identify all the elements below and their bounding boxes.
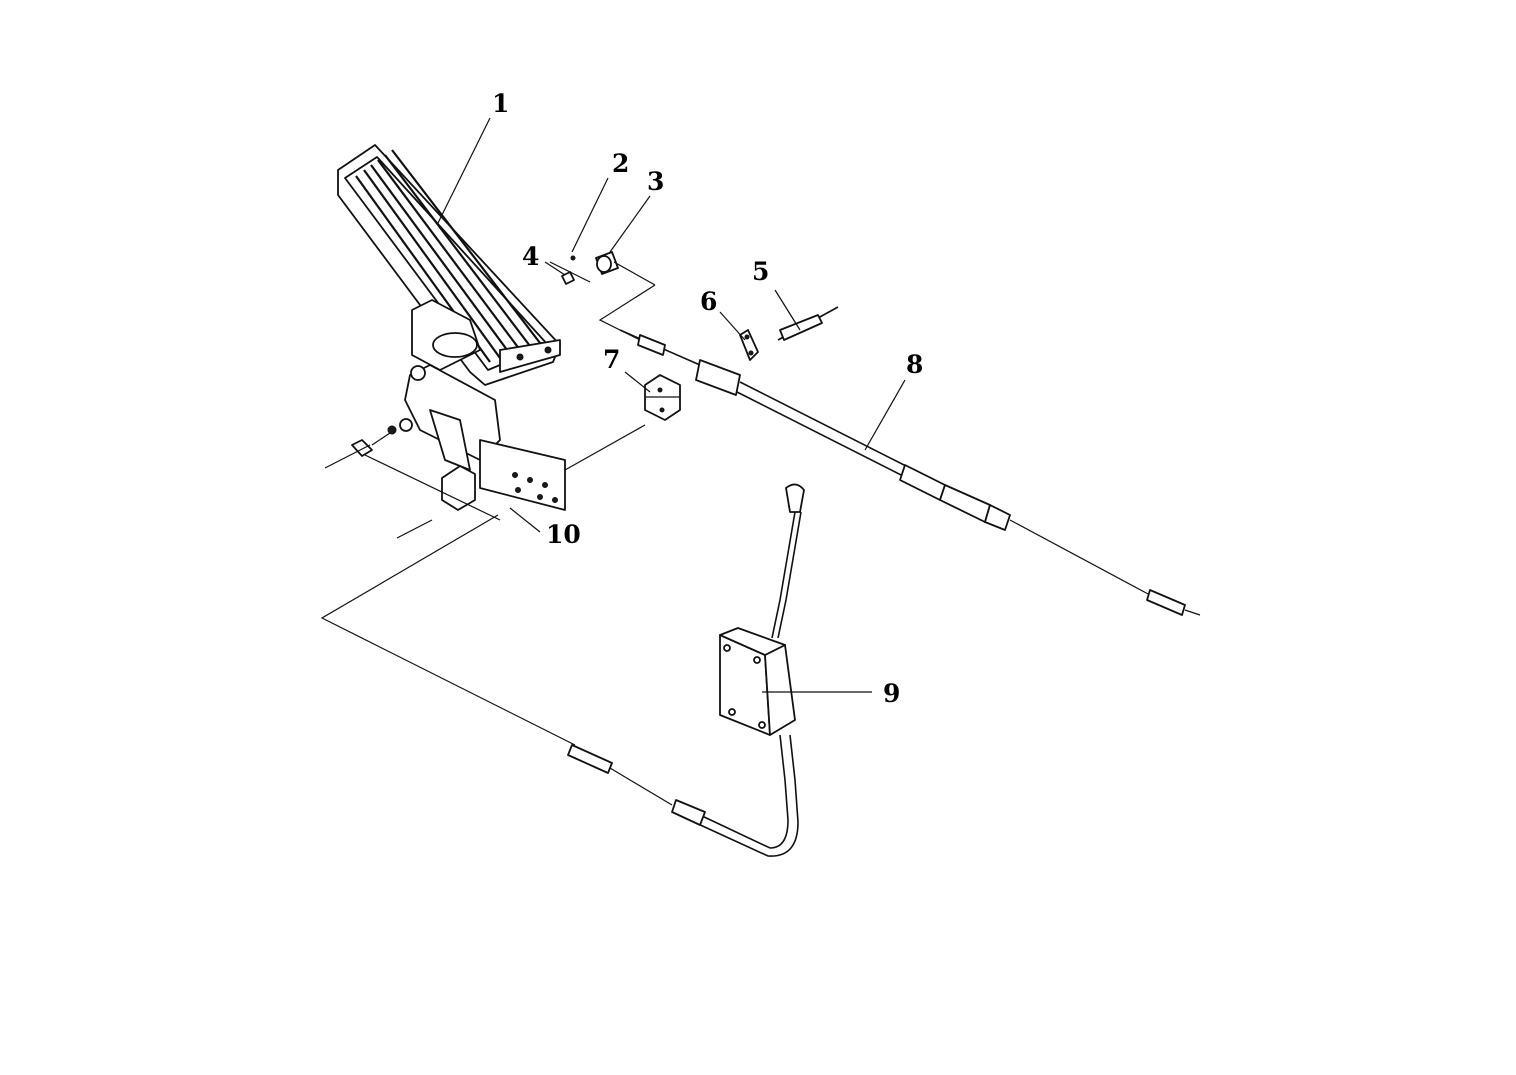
- bolt-and-strap-group: [739, 306, 839, 361]
- callout-leader-3: [609, 195, 651, 253]
- accelerator-pedal: [337, 144, 566, 511]
- callout-1: 1: [492, 89, 509, 118]
- cable-clamp: [644, 374, 681, 421]
- hand-throttle-control: [567, 483, 805, 857]
- throttle-cable: [619, 329, 1201, 616]
- callout-leader-6: [719, 311, 746, 341]
- callout-2: 2: [612, 149, 629, 178]
- leader-line: [320, 514, 576, 746]
- callout-3: 3: [647, 167, 664, 196]
- callout-leader-5: [774, 289, 801, 331]
- callout-10: 10: [546, 520, 581, 549]
- callout-leader-8: [864, 379, 906, 451]
- callout-leader-7: [624, 371, 651, 393]
- callout-4: 4: [522, 242, 539, 271]
- callout-leader-1: [436, 117, 491, 226]
- callout-5: 5: [752, 257, 769, 286]
- callout-leader-4: [544, 261, 566, 276]
- callout-7: 7: [603, 345, 620, 374]
- callout-leader-10: [509, 507, 541, 533]
- leader-line: [564, 424, 646, 471]
- callout-leader-2: [571, 177, 609, 253]
- leader-line: [364, 454, 501, 521]
- leader-line: [324, 444, 371, 469]
- callout-9: 9: [883, 679, 900, 708]
- nut-and-washer-group: [549, 251, 656, 341]
- callout-8: 8: [906, 350, 923, 379]
- leader-line: [396, 519, 433, 539]
- callout-6: 6: [700, 287, 717, 316]
